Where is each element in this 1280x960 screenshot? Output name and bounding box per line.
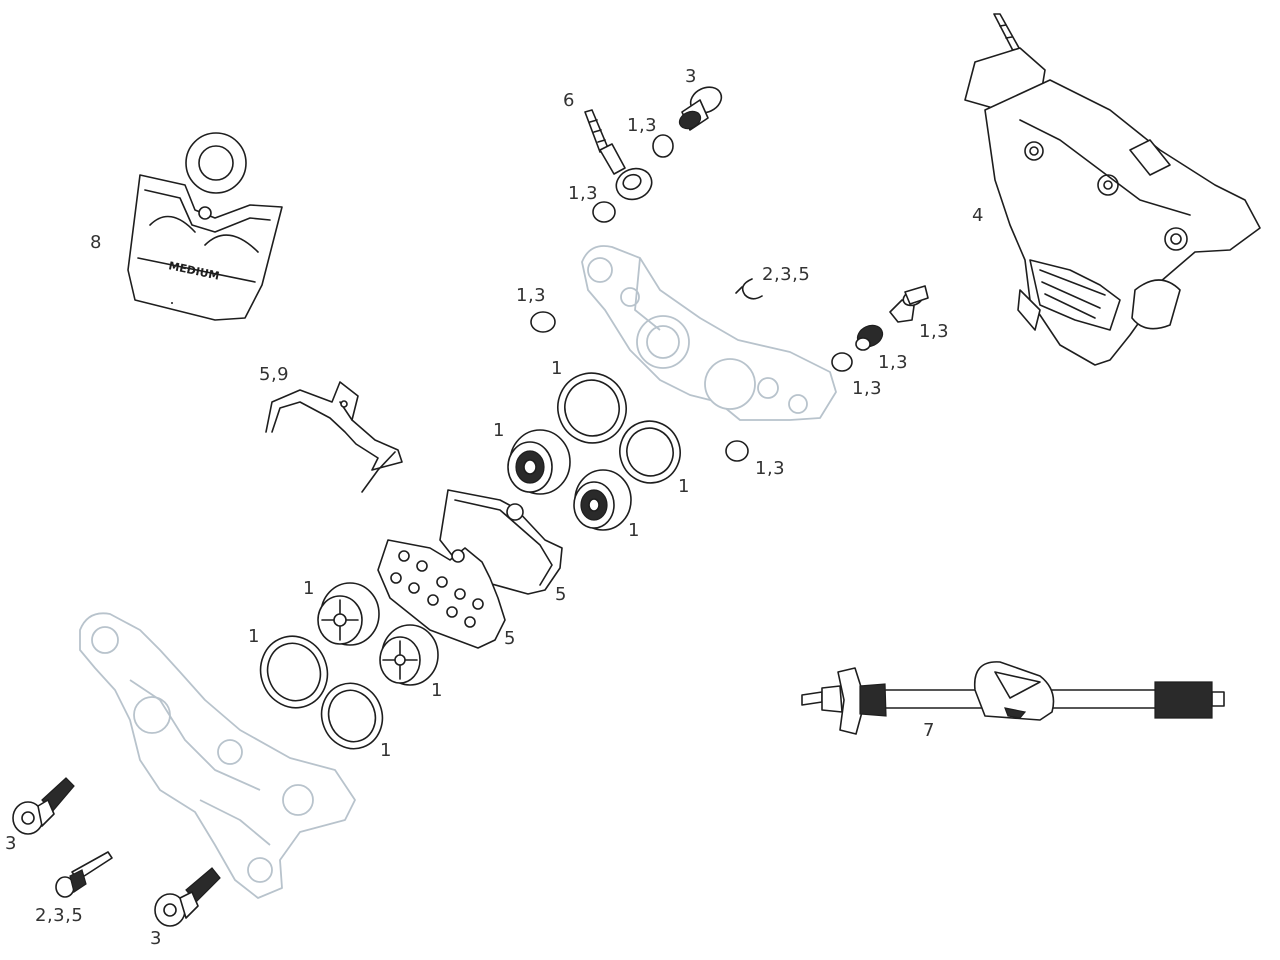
callout-1-seal-upper: 1 — [551, 358, 563, 379]
callout-1-seal-lower-left: 1 — [248, 626, 260, 647]
callout-7: 7 — [923, 720, 935, 741]
piston-seal-upper-right-drawing — [619, 420, 681, 484]
callout-4: 4 — [972, 205, 984, 226]
callout-8: 8 — [90, 232, 102, 253]
bleed-screw-drawing — [889, 285, 929, 323]
callout-1-3-bleed-screw: 1,3 — [919, 321, 950, 342]
mounting-bolt-bottom-drawing — [154, 867, 221, 927]
callout-5-pad-back: 5 — [504, 628, 516, 649]
bleed-washer-drawing — [831, 352, 853, 372]
pad-spring-drawing — [265, 381, 403, 493]
caliper-washer-left-drawing — [530, 311, 556, 333]
pad-pin-clip-drawing — [735, 278, 763, 300]
callout-1-3-bleed-spring: 1,3 — [878, 352, 909, 373]
callout-5-pad-front: 5 — [555, 584, 567, 605]
mounting-bolt-left-drawing — [12, 777, 75, 835]
banjo-washer-lower-drawing — [592, 201, 616, 223]
callout-3-left: 3 — [5, 833, 17, 854]
callout-1-seal-upper-right: 1 — [678, 476, 690, 497]
callout-1-seal-lower-right: 1 — [380, 740, 392, 761]
callout-6: 6 — [563, 90, 575, 111]
piston-upper-right-drawing — [573, 469, 632, 531]
callout-1-piston-upper-left: 1 — [493, 420, 505, 441]
callout-2-3-5-bottom: 2,3,5 — [35, 905, 84, 926]
piston-seal-upper-drawing — [557, 372, 627, 444]
pad-retaining-pin-drawing — [55, 851, 113, 898]
piston-lower-right-drawing — [379, 624, 439, 686]
caliper-assembly-drawing — [964, 13, 1261, 366]
caliper-half-lower-ghost — [79, 612, 356, 899]
caliper-half-upper-ghost — [581, 245, 837, 421]
bleed-spring-drawing — [855, 324, 884, 351]
callout-1-piston-lower-left: 1 — [303, 578, 315, 599]
callout-1-3-caliper-bottom: 1,3 — [755, 458, 786, 479]
callout-1-piston-upper-right: 1 — [628, 520, 640, 541]
banjo-bolt-drawing — [678, 86, 723, 131]
callout-1-piston-lower-right: 1 — [431, 680, 443, 701]
brake-pad-compound-drawing: MEDIUM — [127, 132, 283, 321]
piston-upper-left-drawing — [507, 429, 571, 495]
callout-1-3-caliper-left: 1,3 — [516, 285, 547, 306]
brake-pad-back-drawing — [377, 539, 506, 649]
callout-1-3-bleed-washer: 1,3 — [852, 378, 883, 399]
callout-3-top: 3 — [685, 66, 697, 87]
callout-1-3-banjo-lower: 1,3 — [568, 183, 599, 204]
piston-seal-lower-left-drawing — [259, 635, 329, 709]
banjo-fitting-drawing — [584, 109, 653, 201]
callout-1-3-banjo-upper: 1,3 — [627, 115, 658, 136]
caliper-washer-bottom-drawing — [725, 440, 749, 462]
callout-2-3-5-top: 2,3,5 — [762, 264, 811, 285]
callout-3-bottom: 3 — [150, 928, 162, 949]
callout-5-9: 5,9 — [259, 364, 290, 385]
piston-seal-lower-right-drawing — [320, 682, 384, 750]
piston-lower-left-drawing — [317, 582, 380, 646]
bleed-block-tool-drawing — [801, 661, 1225, 735]
banjo-washer-upper-drawing — [652, 134, 674, 158]
